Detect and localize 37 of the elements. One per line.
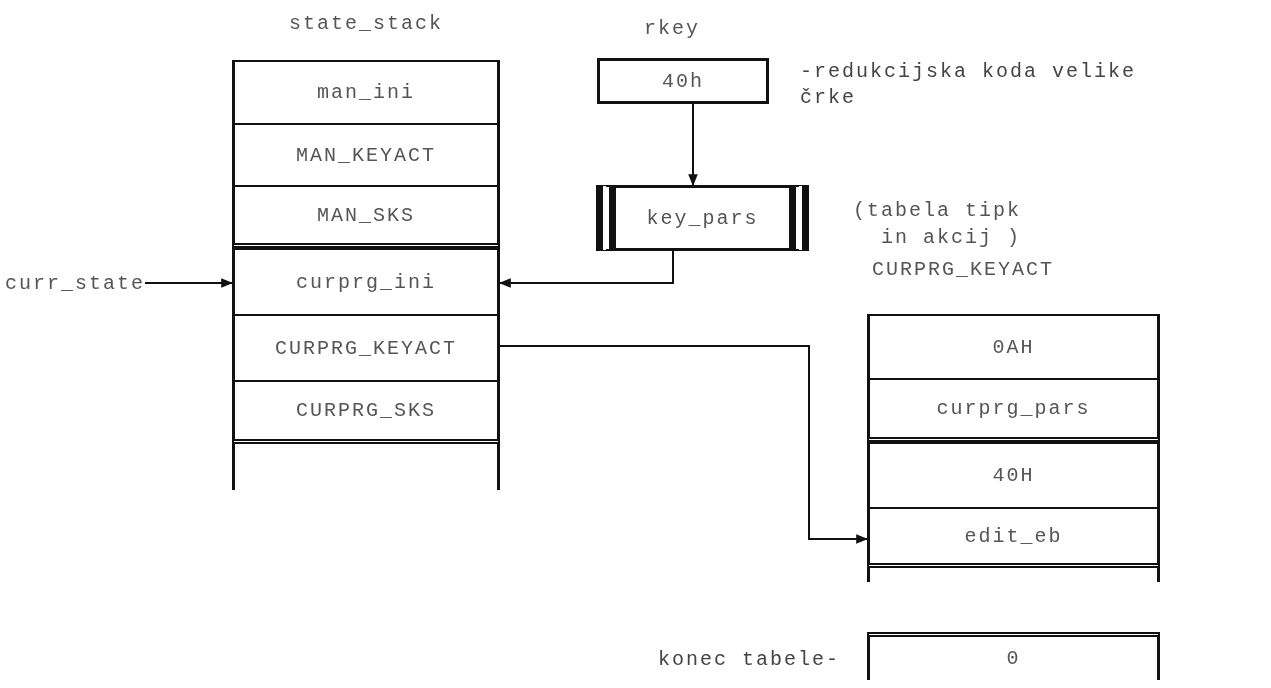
note-text: konec tabele- (656, 647, 840, 673)
table-heading: CURPRG_KEYACT (871, 257, 1055, 283)
cell-text: 40H (992, 464, 1035, 487)
note-text: -redukcijska koda velike črke (800, 59, 1138, 111)
stack-cell (232, 248, 500, 314)
stack-cell (232, 60, 500, 123)
stack-cell (232, 185, 500, 248)
arrow (688, 103, 698, 187)
cell-text: curprg_pars (936, 397, 1091, 420)
cell-text: MAN_SKS (317, 203, 415, 227)
arrow (144, 278, 234, 288)
stack-cell (232, 123, 500, 185)
stack-cell (867, 314, 1160, 378)
cell-text: CURPRG_SKS (296, 399, 436, 422)
variable-name: rkey (644, 17, 700, 40)
stack-cell (867, 378, 1160, 442)
cell-text: CURPRG_KEYACT (275, 336, 457, 360)
cell-text: 0AH (992, 335, 1035, 359)
cell-text: MAN_KEYACT (296, 143, 436, 167)
cell-text: man_ini (317, 81, 415, 104)
table-heading: (tabela tipk in akcij ) (851, 198, 1021, 251)
stack-cell (867, 507, 1160, 568)
stack-cell (232, 314, 500, 380)
cell-text: 40h (662, 69, 704, 93)
arrow (499, 345, 869, 544)
empty-cell (232, 444, 500, 490)
table-heading: state_stack (288, 11, 444, 37)
cell-text: key_pars (646, 206, 759, 230)
arrow (498, 250, 674, 288)
pointer-label: curr_state (5, 271, 146, 295)
cell-text: 0 (1006, 647, 1021, 670)
cell-text: edit_eb (964, 524, 1063, 548)
subroutine-box (596, 185, 809, 251)
stack-cell (867, 442, 1160, 507)
cell-text: curprg_ini (296, 270, 436, 294)
empty-cell (867, 568, 1160, 582)
stack-cell (232, 380, 500, 444)
